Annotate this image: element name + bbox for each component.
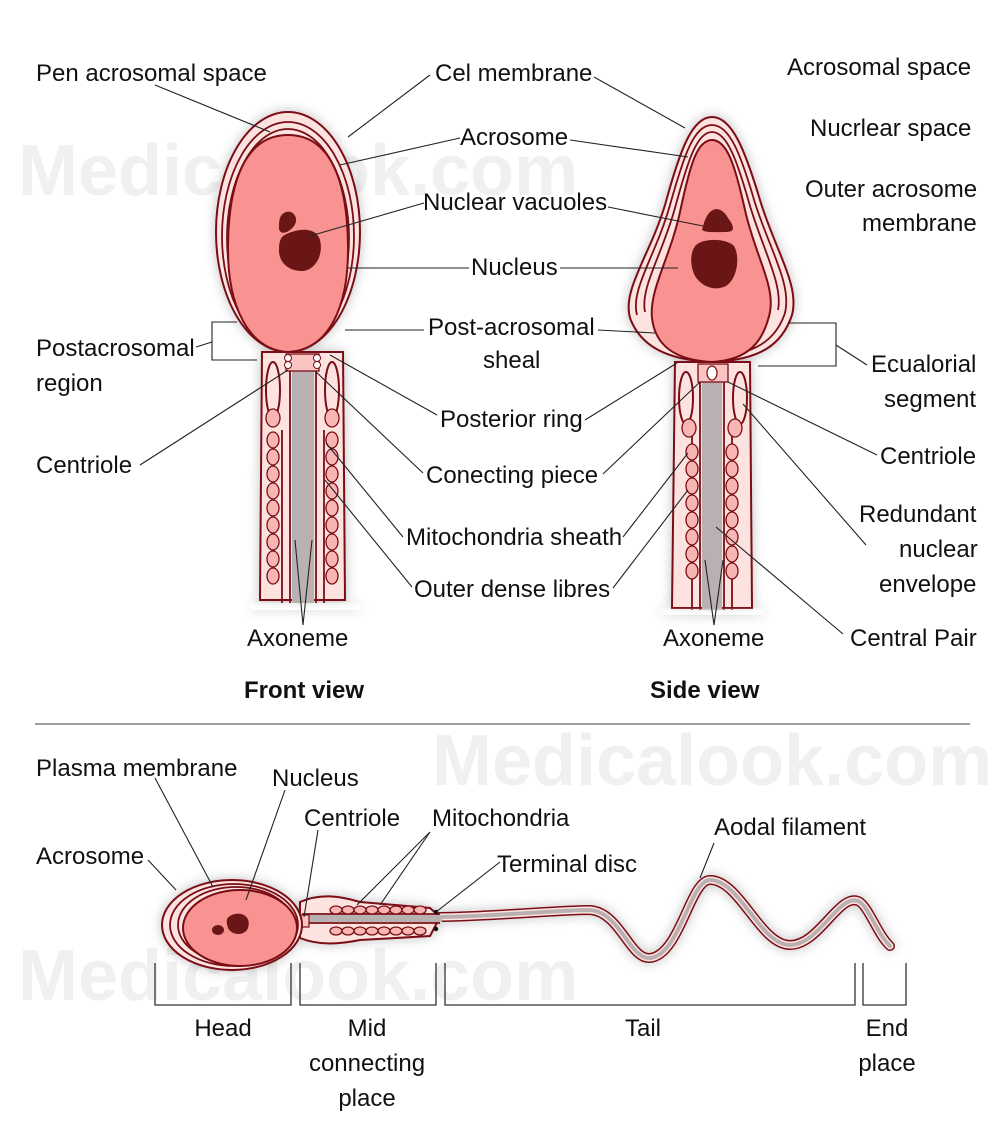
full-sperm-leaders xyxy=(147,777,715,918)
label-segment-mid-line2: connecting xyxy=(309,1050,425,1077)
side-nuclear-vacuole-large xyxy=(691,239,738,289)
full-nuclear-vacuole-large xyxy=(226,913,249,934)
label-ecualorial-segment-line1: Ecualorial xyxy=(871,351,976,378)
label-outer-acrosome-membrane-line2: membrane xyxy=(862,210,977,237)
label-aodal-filament: Aodal filament xyxy=(714,814,866,841)
label-ecualorial-segment-line2: segment xyxy=(884,386,976,413)
label-post-acrosomal-sheal-line2: sheal xyxy=(483,347,540,374)
side-view-illustration xyxy=(627,115,795,615)
side-nuclear-vacuole-small xyxy=(702,209,733,233)
label-side-centriole: Centriole xyxy=(880,443,976,470)
label-outer-acrosome-membrane-line1: Outer acrosome xyxy=(805,176,977,203)
full-nuclear-vacuole-small xyxy=(212,925,224,935)
label-pen-acrosomal-space: Pen acrosomal space xyxy=(36,60,267,87)
label-redundant-nuclear-envelope-line2: nuclear xyxy=(899,536,978,563)
label-postacrosomal-region-line2: region xyxy=(36,370,103,397)
label-segment-end-line2: place xyxy=(858,1050,915,1077)
full-mitochondria-bottom xyxy=(329,926,427,936)
side-axoneme-core xyxy=(702,380,722,610)
label-segment-mid-line3: place xyxy=(338,1085,395,1112)
label-central-pair: Central Pair xyxy=(850,625,977,652)
side-mitochondria-right xyxy=(725,418,743,580)
side-view-title: Side view xyxy=(650,677,760,704)
terminal-disc-bottom xyxy=(433,926,439,932)
front-midpiece xyxy=(250,351,360,610)
label-acrosomal-space: Acrosomal space xyxy=(787,54,971,81)
label-nuclear-vacuoles: Nuclear vacuoles xyxy=(423,189,607,216)
label-segment-head: Head xyxy=(194,1015,251,1042)
bracket-head xyxy=(154,963,292,1006)
label-conecting-piece: Conecting piece xyxy=(426,462,598,489)
label-front-centriole: Centriole xyxy=(36,452,132,479)
front-nuclear-vacuole-small xyxy=(278,211,297,233)
segment-brackets xyxy=(154,963,907,1006)
label-outer-dense-libres: Outer dense libres xyxy=(414,576,610,603)
bracket-end xyxy=(862,963,907,1006)
label-segment-tail: Tail xyxy=(625,1015,661,1042)
side-centriole-shape xyxy=(706,365,718,381)
front-mitochondria-right xyxy=(324,408,340,585)
label-full-centriole: Centriole xyxy=(304,805,400,832)
label-post-acrosomal-sheal-line1: Post-acrosomal xyxy=(428,314,595,341)
label-postacrosomal-region-line1: Postacrosomal xyxy=(36,335,195,362)
label-full-nucleus: Nucleus xyxy=(272,765,359,792)
label-acrosome: Acrosome xyxy=(460,124,568,151)
label-terminal-disc: Terminal disc xyxy=(497,851,637,878)
front-mitochondria-left xyxy=(265,408,281,585)
watermark-bottom: Medicalook.com xyxy=(18,936,578,1016)
label-redundant-nuclear-envelope-line3: envelope xyxy=(879,571,976,598)
side-view-leaders xyxy=(560,76,878,635)
watermark-middle: Medicalook.com xyxy=(432,721,992,801)
label-front-axoneme: Axoneme xyxy=(247,625,348,652)
label-full-acrosome: Acrosome xyxy=(36,843,144,870)
front-axoneme-core xyxy=(292,368,314,603)
label-segment-end-line1: End xyxy=(866,1015,909,1042)
label-mitochondria-sheath: Mitochondria sheath xyxy=(406,524,622,551)
bracket-mid xyxy=(299,963,437,1006)
label-mitochondria: Mitochondria xyxy=(432,805,570,832)
side-mitochondria-left xyxy=(681,418,699,580)
label-plasma-membrane: Plasma membrane xyxy=(36,755,237,782)
label-redundant-nuclear-envelope-line1: Redundant xyxy=(859,501,977,528)
full-sperm-illustration xyxy=(161,874,895,971)
front-head xyxy=(215,111,361,354)
front-nuclear-vacuole-large xyxy=(279,229,321,272)
axial-filament xyxy=(438,877,892,960)
front-view-leaders xyxy=(139,74,469,626)
label-nucleus: Nucleus xyxy=(471,254,558,281)
front-view-title: Front view xyxy=(244,677,364,704)
side-midpiece xyxy=(660,361,765,615)
bracket-tail xyxy=(444,963,856,1006)
full-mitochondria-top xyxy=(329,905,427,915)
side-head xyxy=(627,115,795,364)
label-cel-membrane: Cel membrane xyxy=(435,60,592,87)
label-nucrlear-space: Nucrlear space xyxy=(810,115,971,142)
front-view-illustration xyxy=(215,111,361,610)
label-side-axoneme: Axoneme xyxy=(663,625,764,652)
label-posterior-ring: Posterior ring xyxy=(440,406,583,433)
label-segment-mid-line1: Mid xyxy=(348,1015,387,1042)
